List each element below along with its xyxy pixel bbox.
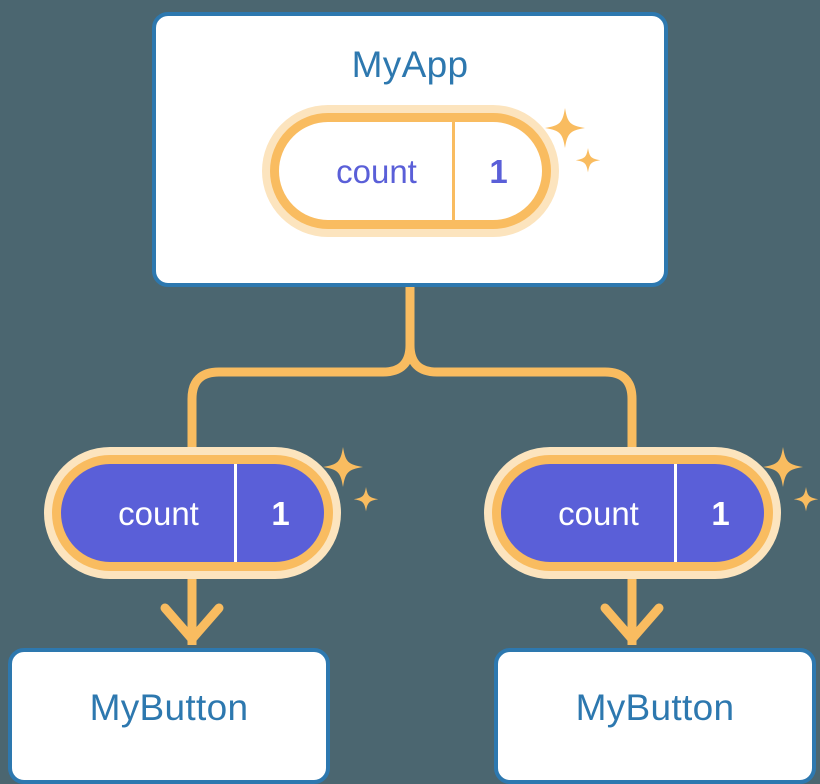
mybutton-card-left[interactable]: MyButton xyxy=(8,648,330,784)
myapp-state-key: count xyxy=(279,122,455,220)
mybutton-card-right[interactable]: MyButton xyxy=(494,648,816,784)
myapp-state-pill[interactable]: count 1 xyxy=(270,113,551,229)
child-right-state-pill-body: count 1 xyxy=(492,455,773,571)
child-left-state-value: 1 xyxy=(271,494,290,532)
myapp-state-pill-body: count 1 xyxy=(270,113,551,229)
child-left-state-key: count xyxy=(61,464,237,562)
mybutton-title-right: MyButton xyxy=(575,687,735,728)
child-left-state-pill[interactable]: count 1 xyxy=(52,455,333,571)
connector-branch-right xyxy=(405,344,637,455)
child-left-state-pill-body: count 1 xyxy=(52,455,333,571)
arrow-head-left xyxy=(160,603,224,644)
child-right-state-pill[interactable]: count 1 xyxy=(492,455,773,571)
child-right-state-value: 1 xyxy=(711,494,730,532)
connector-branch-left xyxy=(187,344,415,455)
arrow-head-right xyxy=(600,603,664,644)
myapp-title: MyApp xyxy=(351,44,469,85)
child-right-state-key: count xyxy=(501,464,677,562)
myapp-state-value: 1 xyxy=(489,152,508,190)
mybutton-title-left: MyButton xyxy=(89,687,249,728)
